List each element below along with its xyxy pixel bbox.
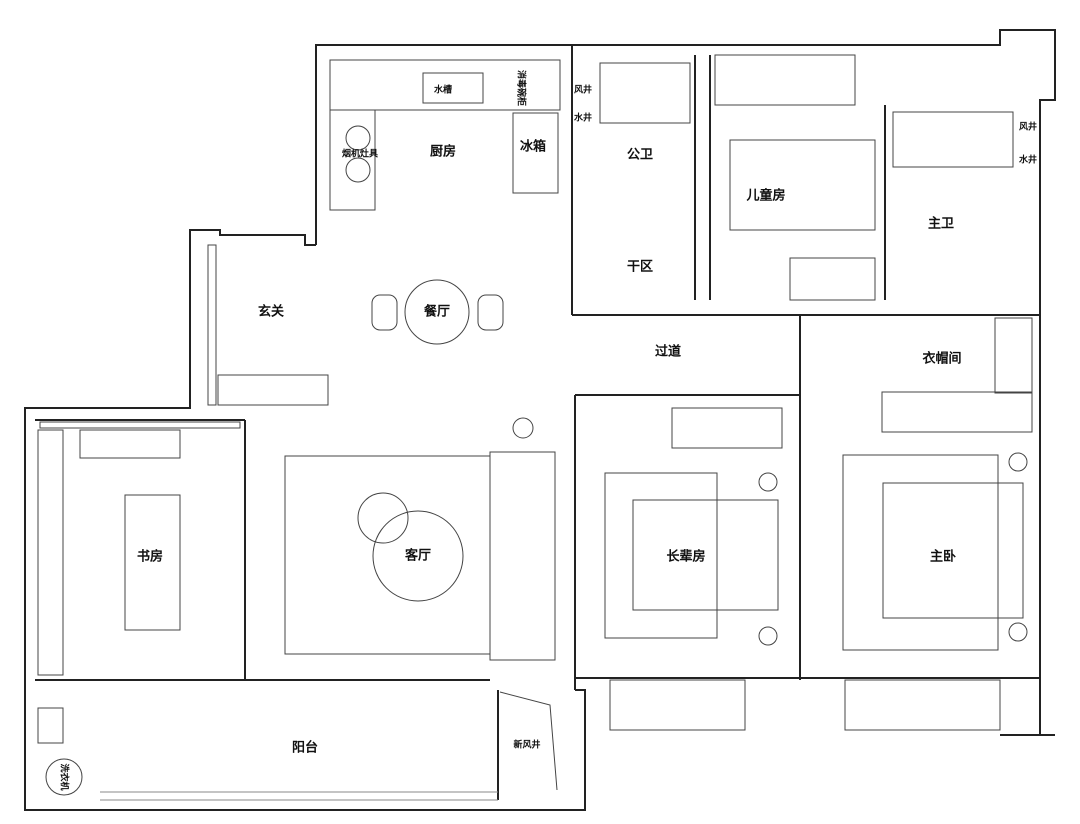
label-public-bath: 公卫 <box>627 148 653 163</box>
label-fridge: 冰箱 <box>520 139 546 155</box>
label-closet: 衣帽间 <box>922 351 961 367</box>
label-dry-area: 干区 <box>627 260 653 275</box>
label-cabinet: 消毒碗柜 <box>516 70 528 106</box>
label-elder-room: 长辈房 <box>666 549 705 565</box>
label-master-bedroom: 主卧 <box>930 549 956 565</box>
label-kids-room: 儿童房 <box>745 188 785 204</box>
label-dining: 餐厅 <box>423 304 450 320</box>
label-sink: 水槽 <box>434 84 452 96</box>
label-water-shaft-2: 水井 <box>1019 154 1037 166</box>
label-kitchen: 厨房 <box>430 144 456 160</box>
label-master-bath: 主卫 <box>928 216 954 232</box>
label-entrance: 玄关 <box>258 304 284 320</box>
label-living: 客厅 <box>405 548 431 564</box>
furniture <box>37 59 1033 796</box>
label-wind-shaft-1: 风井 <box>574 84 592 96</box>
label-fresh-air-shaft: 新风井 <box>513 739 540 751</box>
label-corridor: 过道 <box>655 344 681 360</box>
label-stove: 烟机灶具 <box>342 148 378 160</box>
walls <box>24 29 1056 811</box>
label-water-shaft-1: 水井 <box>574 112 592 124</box>
label-washer: 洗衣机 <box>59 763 71 790</box>
label-balcony: 阳台 <box>292 740 318 756</box>
room-labels: 厨房 冰箱 水槽 烟机灶具 消毒碗柜 风井 水井 公卫 儿童房 主卫 风井 水井… <box>59 70 1038 791</box>
label-wind-shaft-2: 风井 <box>1019 121 1037 133</box>
label-study: 书房 <box>137 549 163 565</box>
